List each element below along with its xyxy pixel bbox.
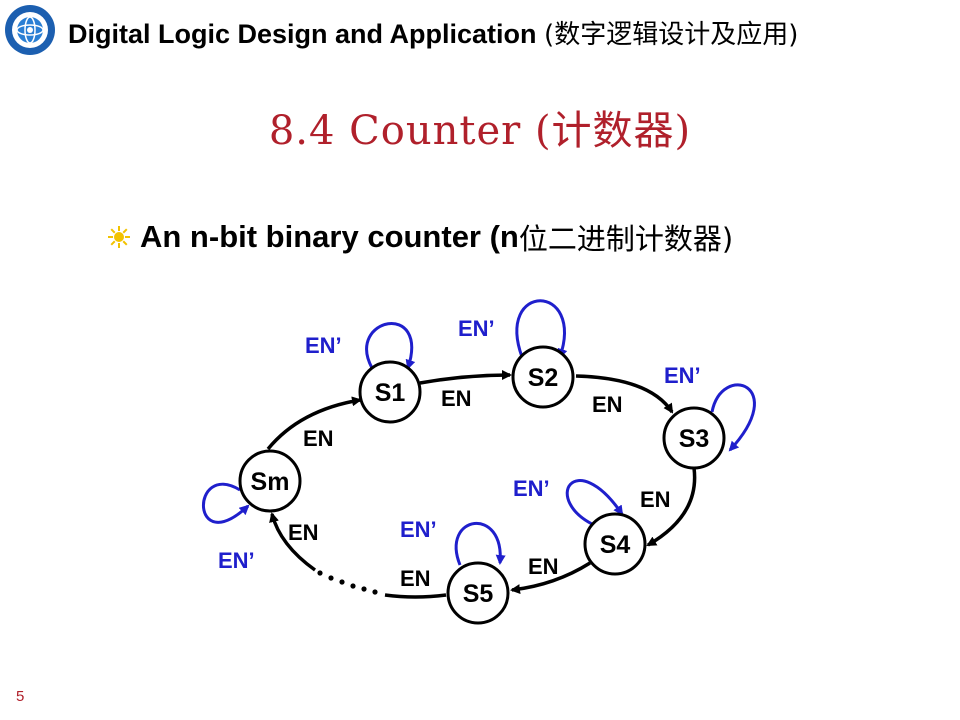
transition-s5-dots [384,593,447,599]
sun-bullet-icon [108,226,130,248]
course-title: Digital Logic Design and Application (数字… [68,14,798,51]
edge-label-s4-s5: EN [528,554,559,579]
loop-label-s1: EN’ [305,333,342,358]
state-s2-label: S2 [528,364,559,392]
slide-header: Digital Logic Design and Application (数字… [0,0,960,62]
state-sm-label: Sm [251,468,290,496]
edge-label-s2-s3: EN [592,392,623,417]
transition-s4-s5 [510,561,591,595]
loop-label-s2: EN’ [458,316,495,341]
bullet-text: An n-bit binary counter (n [140,219,519,254]
loop-label-sm: EN’ [218,548,255,573]
edge-label-s1-s2: EN [441,386,472,411]
page-number: 5 [16,688,25,705]
state-s5-node [446,561,510,625]
self-loop-s4 [565,479,624,528]
self-loop-s3 [710,383,756,452]
edge-label-s5-dots: EN [400,566,431,591]
course-title-cn: (数字逻辑设计及应用) [544,20,799,50]
transition-s2-s3 [575,374,674,414]
transition-s3-s4 [646,467,697,547]
state-s3-node [662,406,726,470]
loop-label-s3: EN’ [664,363,701,388]
course-title-en: Digital Logic Design and Application [68,19,537,49]
ellipsis-dots [317,570,378,595]
self-loop-s2 [515,299,568,359]
transition-sm-s1 [266,396,362,451]
transition-dots-sm [269,512,317,572]
edge-label-s3-s4: EN [640,487,671,512]
transition-s1-s2 [419,370,512,385]
edge-label-dots-sm: EN [288,520,319,545]
state-s1-node [358,360,422,424]
state-s4-label: S4 [600,531,631,559]
slide-title: 8.4 Counter (计数器) [268,108,692,154]
state-s2-node [511,345,575,409]
loop-label-s5: EN’ [400,517,437,542]
edge-label-sm-s1: EN [303,426,334,451]
state-sm-node [238,449,302,513]
state-s1-label: S1 [375,379,406,407]
bullet-text-cn: 位二进制计数器) [518,222,734,256]
state-s4-node [583,512,647,576]
self-loop-s5 [454,522,506,566]
university-seal-icon [5,5,55,55]
self-loop-sm [202,482,250,524]
self-loop-s1 [365,322,416,370]
state-s3-label: S3 [679,425,710,453]
loop-label-s4: EN’ [513,476,550,501]
state-s5-label: S5 [463,580,494,608]
